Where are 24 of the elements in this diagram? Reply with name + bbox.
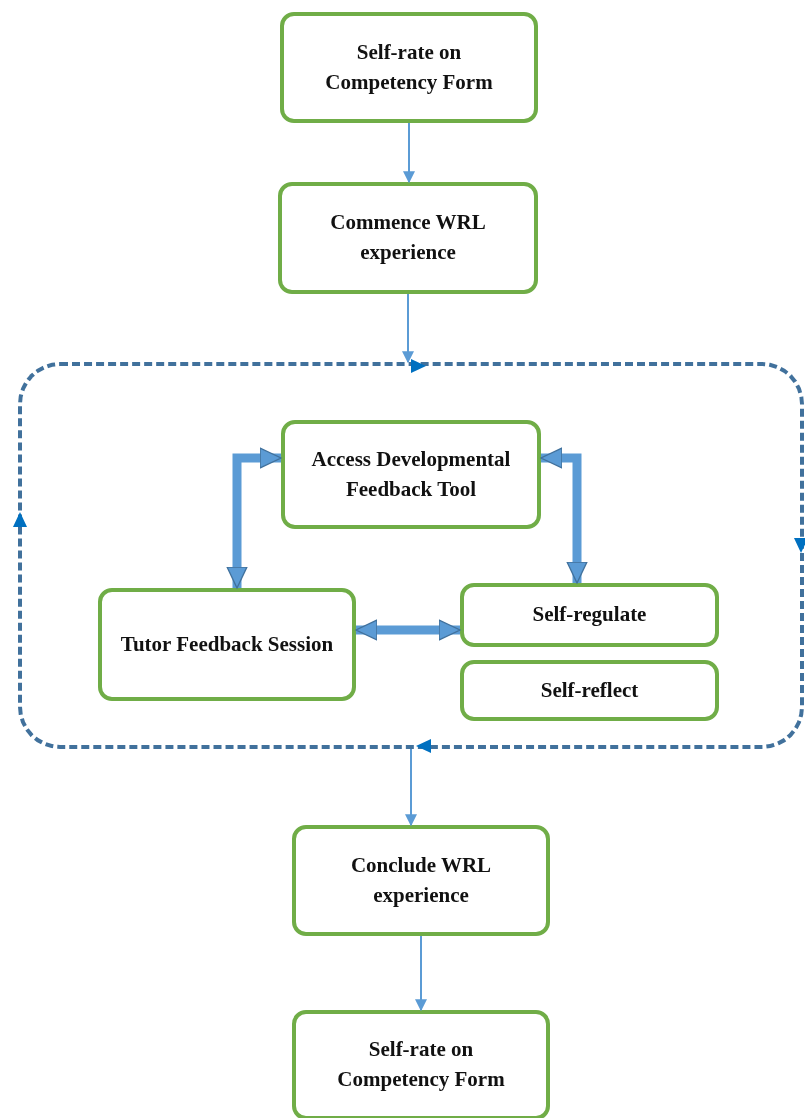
process-box — [281, 420, 541, 529]
process-box — [278, 182, 538, 294]
process-box — [280, 12, 538, 123]
box-label: Commence WRL experience — [329, 209, 487, 266]
dashed-loop-box — [18, 362, 804, 749]
block-arrow — [540, 447, 588, 584]
box-label: Access Developmental Feedback Tool — [310, 445, 512, 503]
box-label: Conclude WRL experience — [349, 851, 493, 909]
block-arrow — [355, 619, 461, 641]
process-box — [292, 1010, 550, 1118]
box-label: Self-rate on Competency Form — [336, 1036, 506, 1093]
process-box — [292, 825, 550, 936]
arrow — [403, 122, 415, 184]
arrow — [415, 935, 427, 1012]
process-box — [98, 588, 356, 701]
process-box — [460, 660, 719, 721]
box-label: Tutor Feedback Session — [120, 630, 334, 658]
block-arrow — [226, 447, 282, 589]
box-label: Self-rate on Competency Form — [324, 38, 494, 96]
arrow — [405, 748, 417, 827]
box-label: Self-regulate — [532, 601, 647, 629]
box-label: Self-reflect — [540, 676, 639, 704]
process-box — [460, 583, 719, 647]
arrow — [402, 293, 414, 364]
